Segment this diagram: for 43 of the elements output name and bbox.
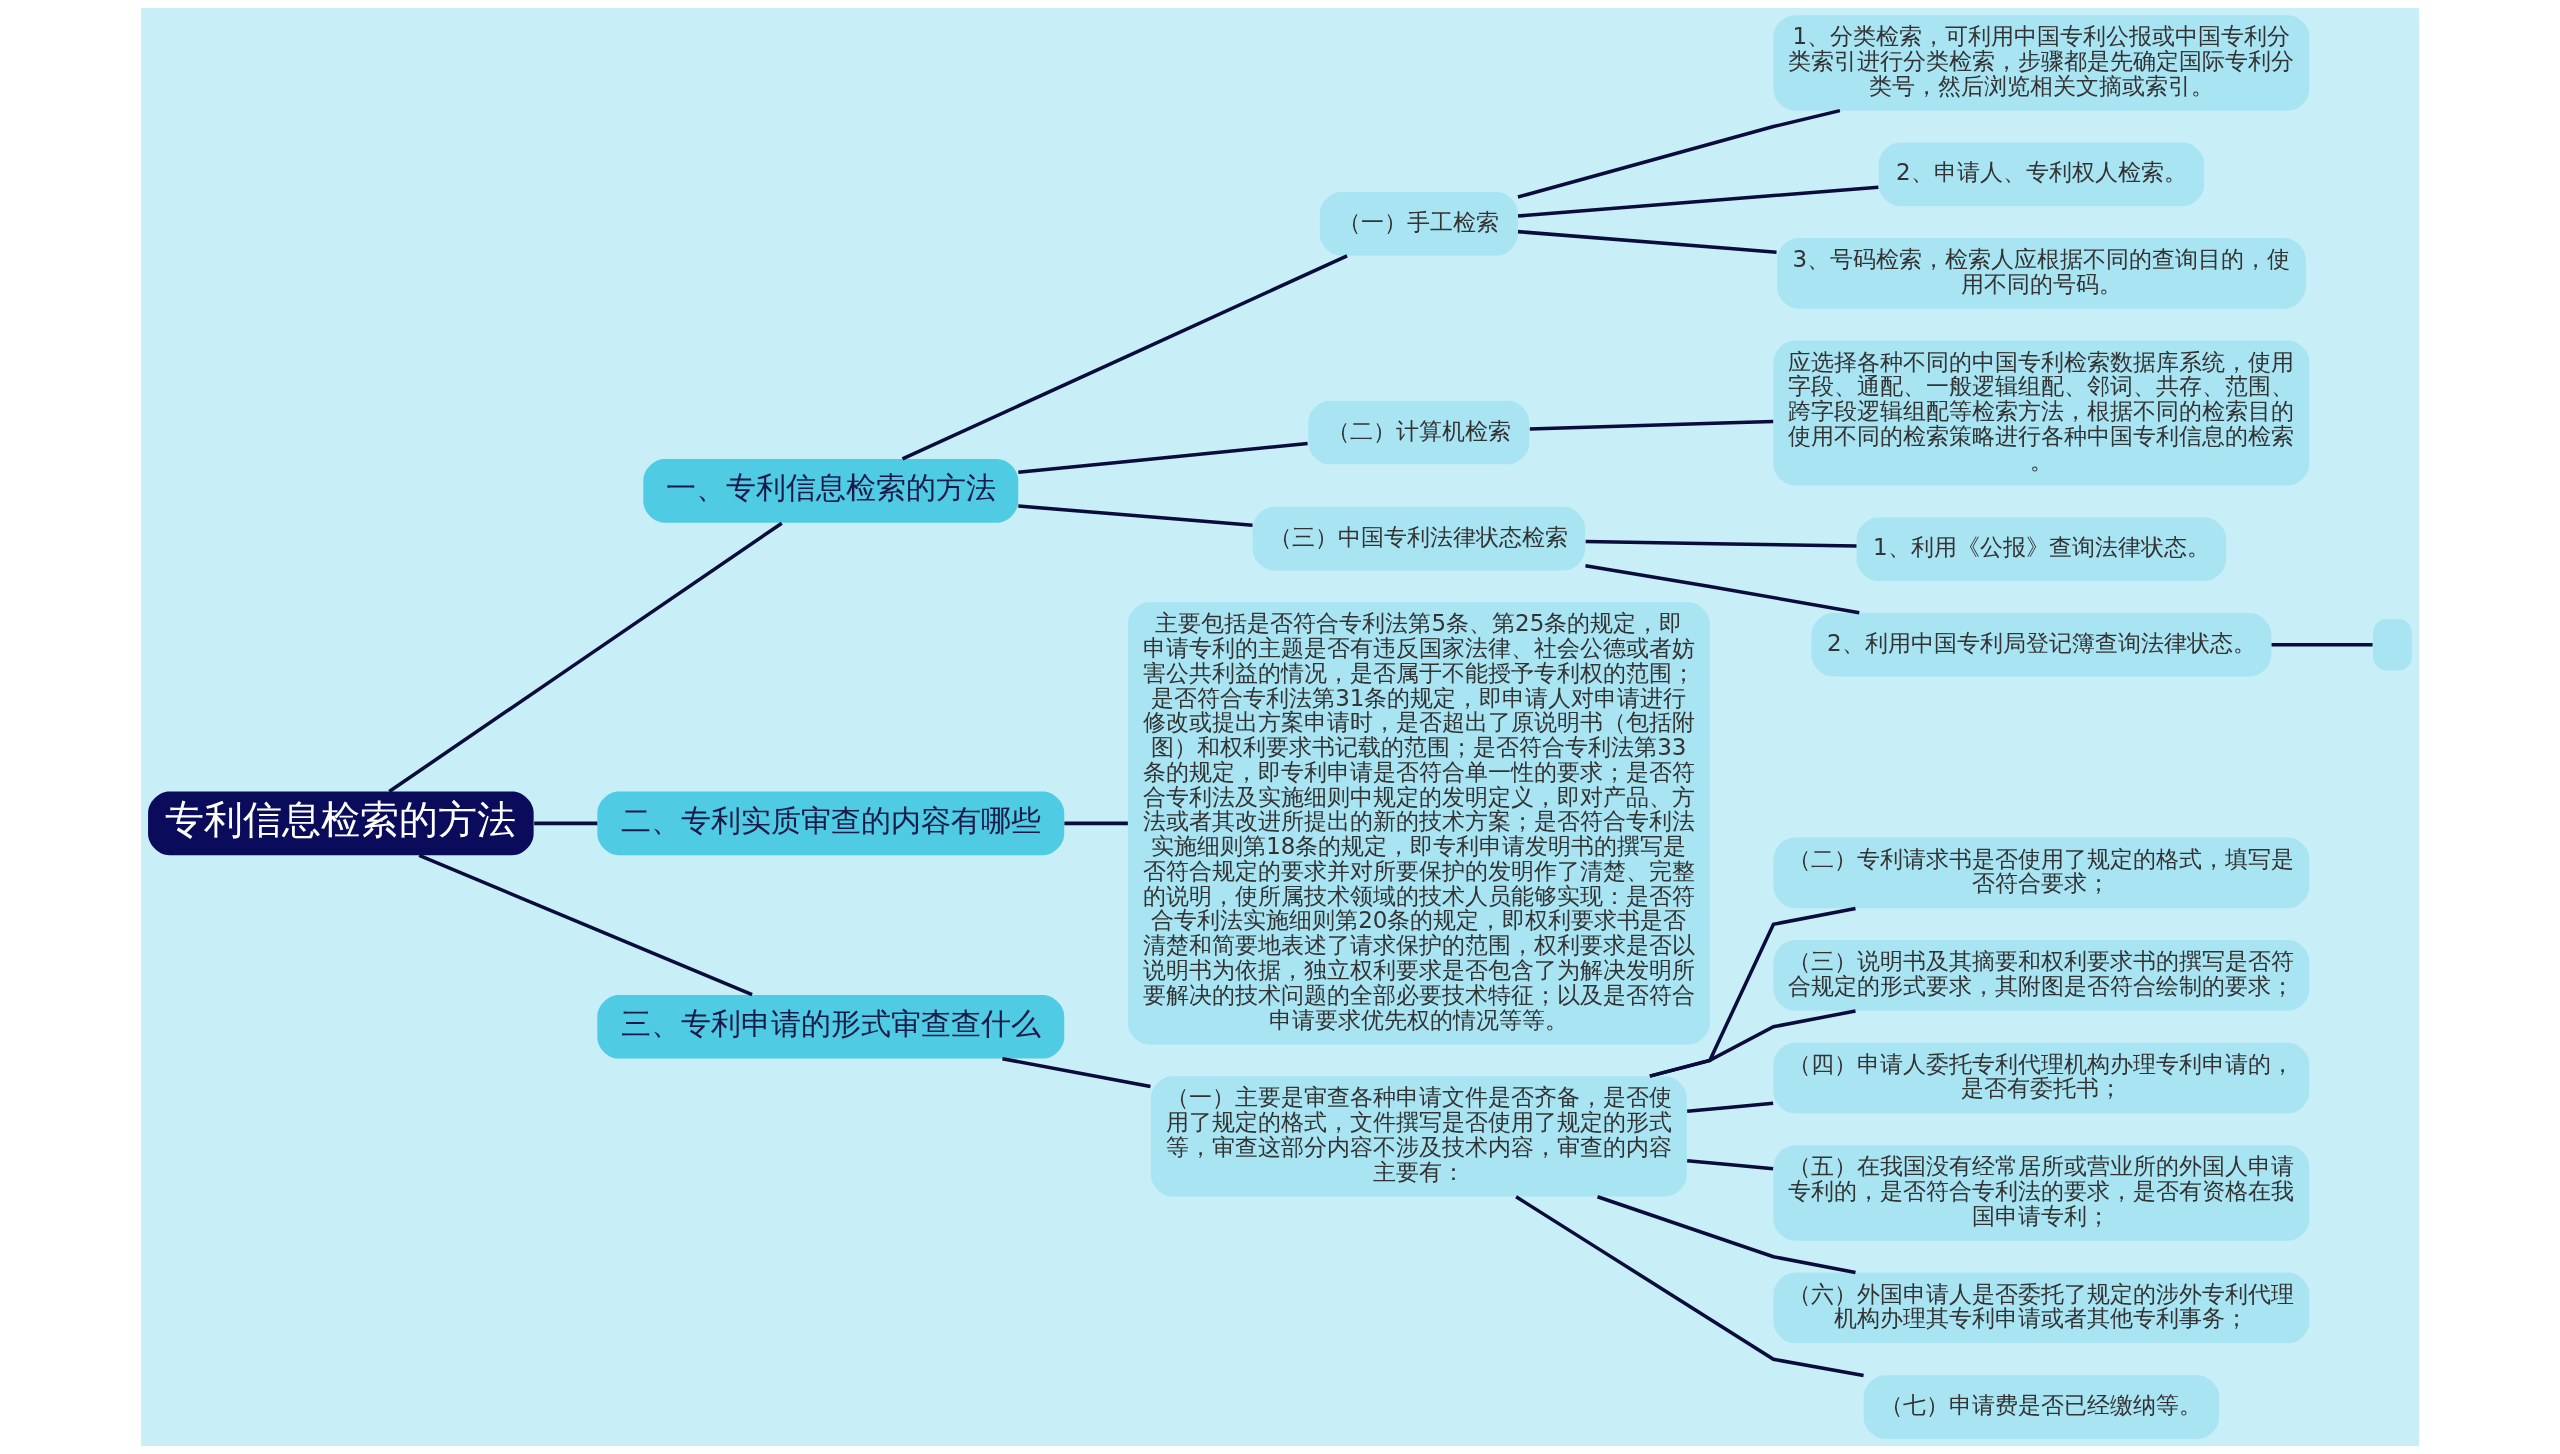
node-box: （三）说明书及其摘要和权利要求书的撰写是否符合规定的形式要求，其附图是否符合绘制的要求； xyxy=(1773,940,2310,1011)
node-box: 主要包括是否符合专利法第5条、第25条的规定，即申请专利的主题是否有违反国家法律、社会公德或者妨害公共利益的情况，是否属于不能授予专利权的范围；是否符合专利法第31条的规定，即申请人对申请进行修改或提出方案申请时，是否超出了原说明书（包括附图）和权利要求书记载的范围；是否符合专利法第33条的规定，即专利申请是否符合单一性的要求；是否符合专利法及实施细则中规定的发明定义，即对产品、方法或者其改进所提出的新的技术方案；是否符合专利法实施细则第18条的规定，即专利申请发明书的撰写是否符合规定的要求并对所要保护的发明作了清楚、完整的说明，使所属技术领域的技术人员能够实现：是否符合专利法实施细则第20条的规定，即权利要求书是否清楚和简要地表述了请求保护的范围，权利要求是否以说明书为依据，独立权利要求是否包含了为解决发明所要解决的技术问题的全部必要技术特征；以及是否符合申请要求优先权的情况等等。 xyxy=(1127,602,1710,1045)
connector xyxy=(1002,1056,1151,1089)
connector xyxy=(418,853,753,997)
node-box: 1、利用《公报》查询法律状态。 xyxy=(1856,517,2227,582)
node-box: 一、专利信息检索的方法 xyxy=(643,459,1019,523)
connector xyxy=(1517,108,1841,199)
connector xyxy=(1018,441,1308,475)
node-box: （一）手工检索 xyxy=(1319,192,1518,256)
node-box: （七）申请费是否已经缴纳等。 xyxy=(1863,1375,2220,1439)
node-box: 二、专利实质审查的内容有哪些 xyxy=(597,791,1065,856)
connector xyxy=(1649,1009,1856,1078)
node-box: （六）外国申请人是否委托了规定的涉外专利代理机构办理其专利申请或者其他专利事务； xyxy=(1773,1272,2310,1344)
connector xyxy=(1687,1159,1774,1171)
node-box: 3、号码检索，检索人应根据不同的查询目的，使用不同的号码。 xyxy=(1777,237,2306,309)
node-box: （四）申请人委托专利代理机构办理专利申请的，是否有委托书； xyxy=(1773,1042,2310,1114)
node-box: 应选择各种不同的中国专利检索数据库系统，使用字段、通配、一般逻辑组配、邻词、共存、范围、跨字段逻辑组配等检索方法，根据不同的检索目的使用不同的检索策略进行各种中国专利信息的检索。 xyxy=(1773,340,2310,486)
node-box: （三）中国专利法律状态检索 xyxy=(1252,506,1586,571)
connector xyxy=(1064,821,1128,826)
node-box: （二）专利请求书是否使用了规定的格式，填写是否符合要求； xyxy=(1773,837,2310,909)
connector xyxy=(2271,643,2373,647)
node-box: （五）在我国没有经常居所或营业所的外国人申请专利的，是否符合专利法的要求，是否有资格在我国申请专利； xyxy=(1773,1145,2310,1241)
node-box: 三、专利申请的形式审查查什么 xyxy=(597,994,1065,1059)
node-box xyxy=(2373,619,2412,671)
connector xyxy=(534,821,598,826)
node-box: （二）计算机检索 xyxy=(1308,400,1530,465)
connector xyxy=(1649,906,1856,1078)
connector xyxy=(1529,419,1774,431)
connector xyxy=(1517,185,1879,218)
connector xyxy=(1585,564,1860,615)
connector xyxy=(388,521,783,793)
node-box: 2、利用中国专利局登记簿查询法律状态。 xyxy=(1811,612,2272,677)
node-box: 1、分类检索，可利用中国专利公报或中国专利分类索引进行分类检索，步骤都是先确定国际专利分类号，然后浏览相关文摘或索引。 xyxy=(1773,15,2310,111)
node-box: （一）主要是审查各种申请文件是否齐备，是否使用了规定的格式，文件撰写是否使用了规定的形式等，审查这部分内容不涉及技术内容，审查的内容主要有： xyxy=(1150,1076,1687,1197)
connector xyxy=(1018,504,1253,527)
connector xyxy=(1596,1195,1856,1275)
node-box: 2、申请人、专利权人检索。 xyxy=(1878,142,2205,207)
connector xyxy=(901,254,1348,461)
connector xyxy=(1687,1101,1774,1114)
node-box: 专利信息检索的方法 xyxy=(148,791,534,856)
connector xyxy=(1517,229,1777,255)
connector xyxy=(1585,539,1857,548)
connector xyxy=(1515,1195,1864,1378)
